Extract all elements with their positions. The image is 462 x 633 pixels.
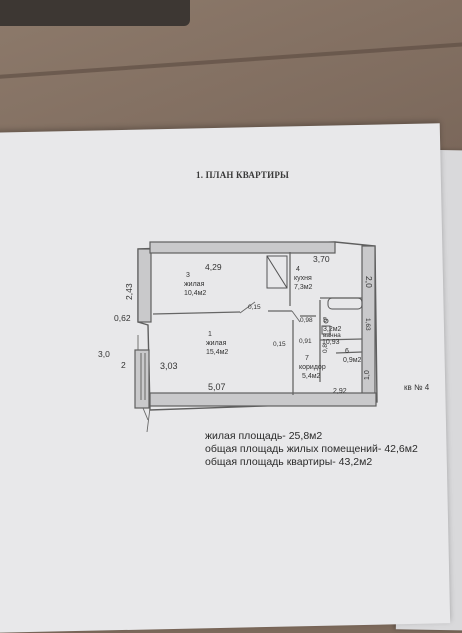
window-west	[140, 353, 146, 400]
room-3-area: 10,4м2	[184, 290, 206, 297]
dim-3-0: 3,0	[98, 349, 110, 359]
dim-1-0: 1,0	[364, 370, 371, 380]
dim-2: 2	[121, 360, 126, 370]
doors	[137, 301, 301, 433]
room-6-area: 0,9м2	[343, 357, 362, 364]
dim-0-15-b: 0,15	[273, 341, 286, 348]
dim-5-07: 5,07	[208, 382, 226, 392]
room-6-number: 6	[345, 348, 349, 355]
sink	[321, 325, 331, 335]
dim-1-63: 1,63	[364, 318, 371, 331]
stove	[266, 255, 288, 289]
room-5-label: ванна	[323, 332, 341, 339]
dim-0-62: 0,62	[114, 313, 131, 323]
floor-plan: 4,29 3,70 2,0 2,43 0,62 3,0 2 3,03 5,07 …	[98, 241, 430, 433]
dim-3-03: 3,03	[160, 361, 178, 371]
apartment-label: кв № 4	[404, 383, 430, 392]
dark-object	[0, 0, 190, 26]
total-living-area-line: общая площадь жилых помещений- 42,6м2	[205, 443, 418, 455]
dim-10-93: 10,93	[322, 339, 340, 346]
fixtures	[266, 255, 363, 335]
outer-walls	[134, 241, 378, 411]
interior-walls	[152, 252, 363, 395]
room-4-area: 7,3м2	[294, 284, 313, 291]
living-area-line: жилая площадь- 25,8м2	[205, 430, 323, 442]
dim-0-15-a: 0,15	[248, 304, 261, 311]
room-3-type: жилая	[184, 281, 205, 288]
room-1-area: 15,4м2	[206, 349, 228, 356]
west-wall-upper	[137, 248, 152, 323]
room-1-type: жилая	[206, 340, 227, 347]
room-7-number: 7	[305, 355, 309, 362]
dim-0-91: 0,91	[299, 338, 312, 345]
area-summary: жилая площадь- 25,8м2 общая площадь жилы…	[205, 430, 418, 469]
room-7-area: 5,4м2	[302, 373, 321, 380]
toilet	[323, 318, 329, 324]
room-4-number: 4	[296, 266, 300, 273]
room-3-number: 3	[186, 272, 190, 279]
bathtub	[327, 297, 363, 310]
room-5-number: 5	[323, 317, 327, 324]
dim-2-43: 2,43	[124, 283, 134, 300]
north-wall	[149, 241, 336, 254]
room-4-type: кухня	[294, 275, 312, 282]
page-title: 1. ПЛАН КВАРТИРЫ	[196, 170, 290, 180]
south-wall	[149, 392, 377, 407]
dim-0-98: 0,98	[300, 317, 313, 324]
dim-3-70: 3,70	[313, 254, 330, 264]
west-wall-lower	[134, 349, 150, 409]
total-area-line: общая площадь квартиры- 43,2м2	[205, 456, 373, 468]
room-7-type: коридор	[299, 364, 326, 371]
room-5-area: 3,2м2	[323, 326, 342, 333]
dim-2-0: 2,0	[364, 276, 374, 288]
room-1-number: 1	[208, 331, 212, 338]
dim-0-8: 0,8	[322, 344, 329, 353]
dim-2-92: 2,92	[333, 388, 347, 395]
dim-4-29: 4,29	[205, 262, 222, 272]
